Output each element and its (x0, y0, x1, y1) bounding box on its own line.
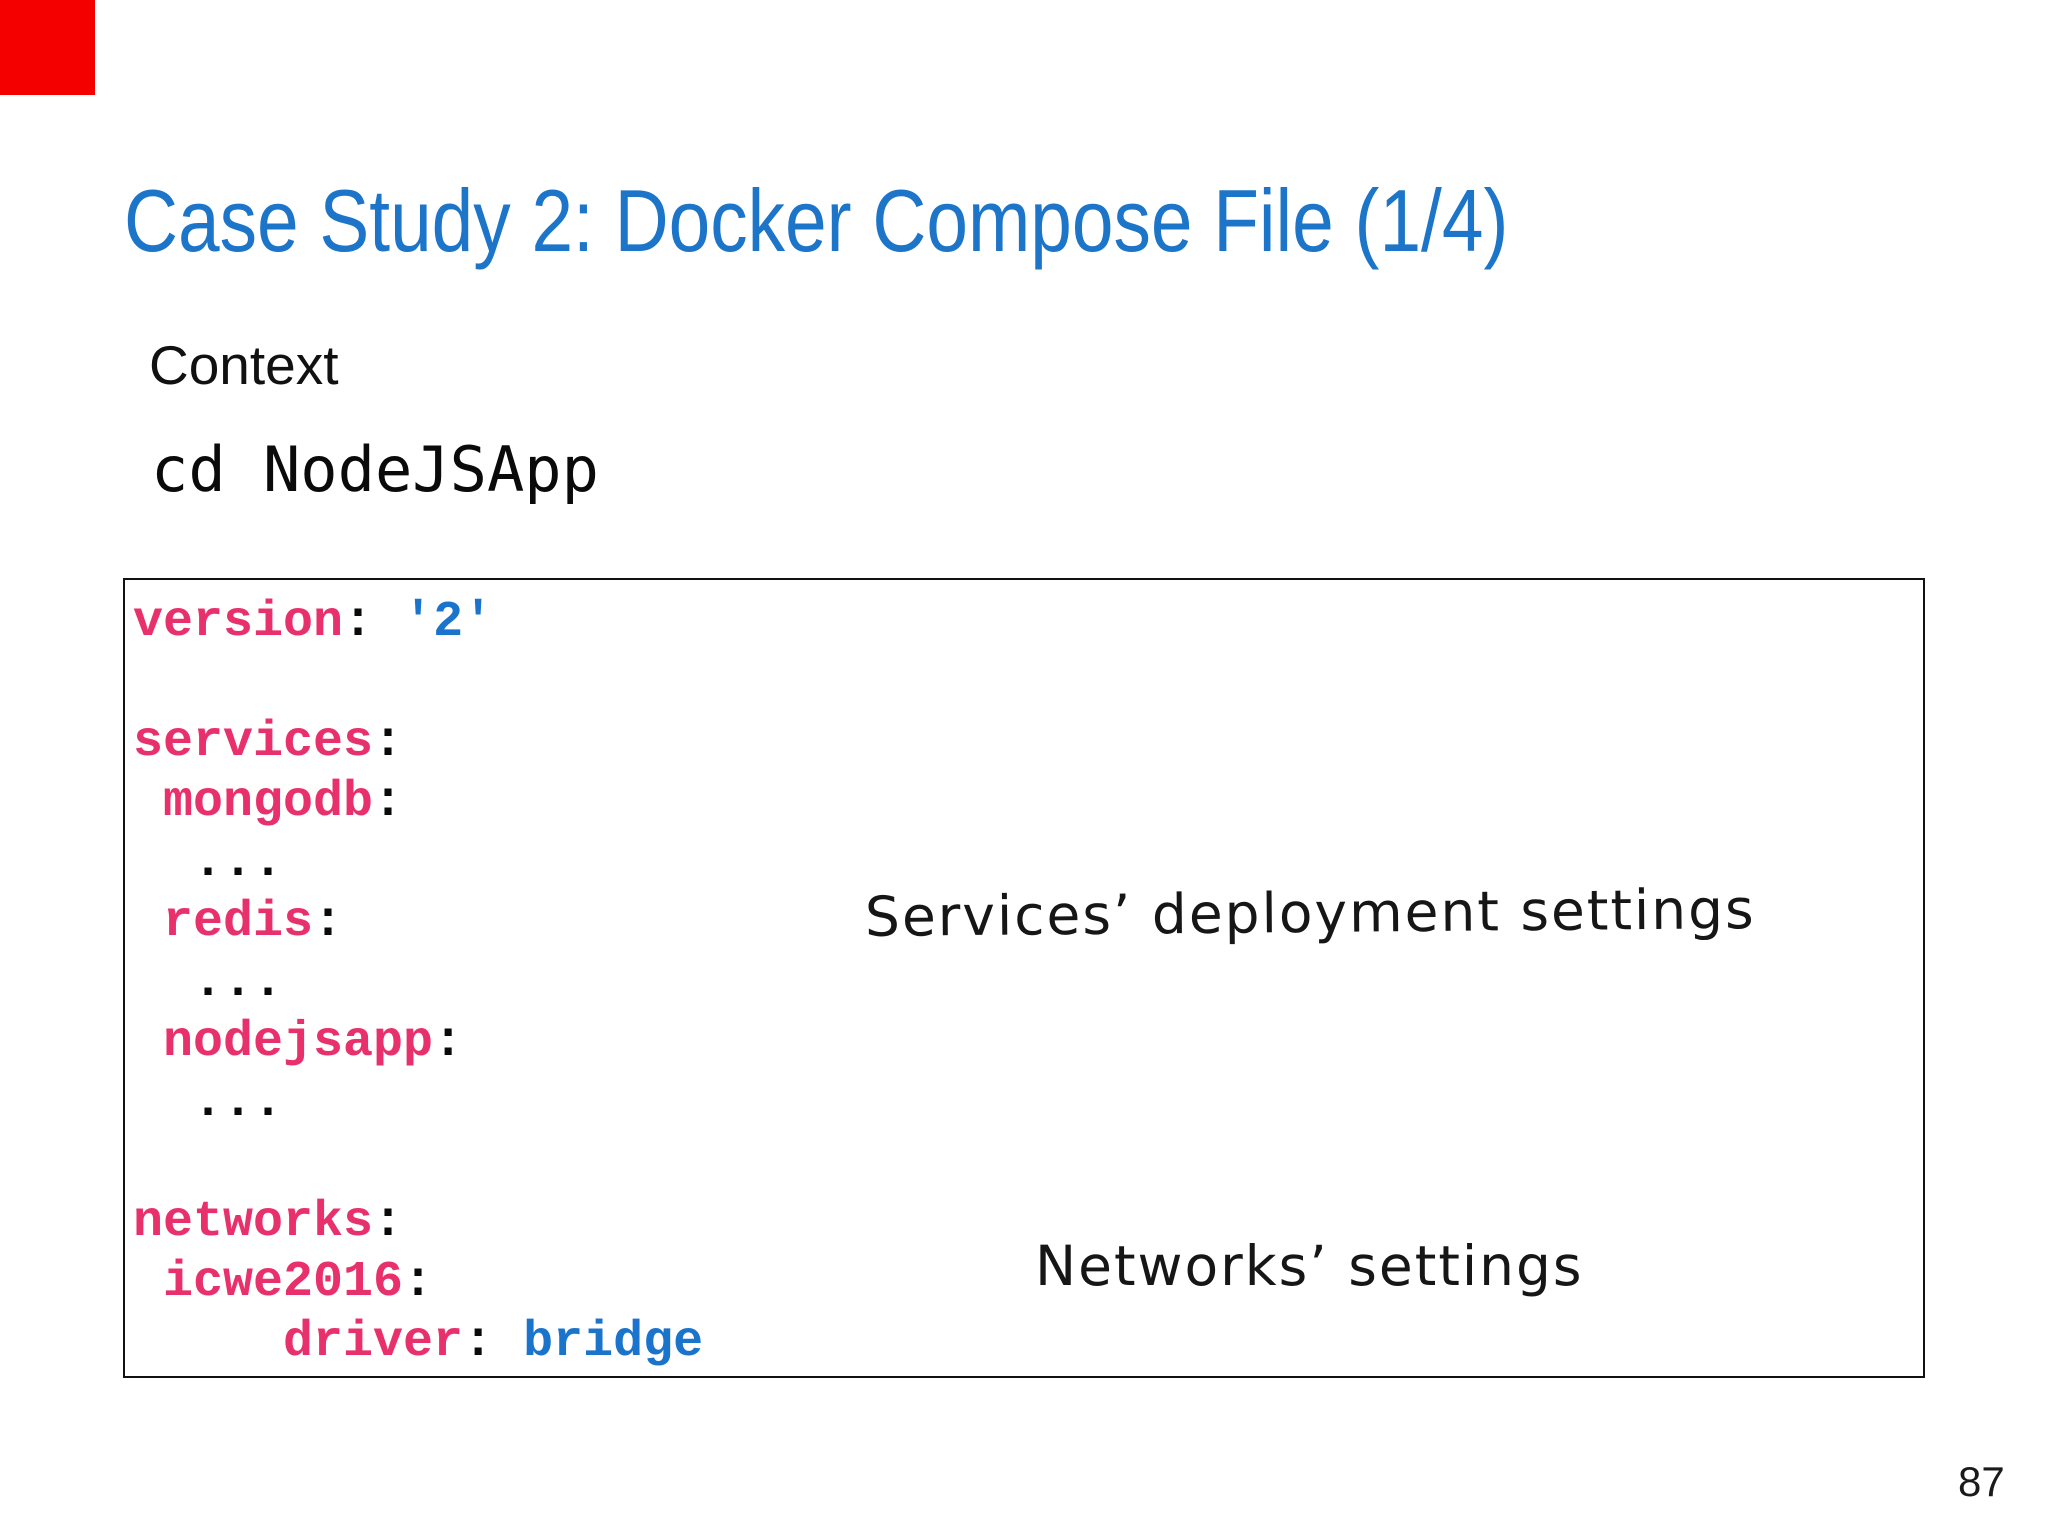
context-label: Context (149, 334, 339, 396)
page-title: Case Study 2: Docker Compose File (1/4) (124, 171, 1509, 270)
code-line (133, 1133, 1923, 1193)
code-token-key: networks (133, 1194, 374, 1251)
code-token-punct: : (463, 1314, 524, 1371)
shell-command: cd NodeJSApp (151, 433, 599, 506)
code-line: driver: bridge (133, 1313, 1923, 1373)
code-line: services: (133, 713, 1923, 773)
code-line: ... (133, 833, 1923, 893)
red-corner-marker (0, 0, 95, 95)
code-token-key: nodejsapp (133, 1014, 434, 1071)
code-token-punct: : (373, 1194, 404, 1251)
code-block: version: '2' services: mongodb: ... redis… (123, 578, 1925, 1378)
code-token-key: driver (133, 1314, 464, 1371)
code-token-punct: : (313, 894, 344, 951)
code-token-key: icwe2016 (133, 1254, 404, 1311)
code-line: ... (133, 953, 1923, 1013)
code-token-value: '2' (403, 594, 494, 651)
code-token-plain: ... (133, 834, 284, 891)
code-line: redis: (133, 893, 1923, 953)
code-line: networks: (133, 1193, 1923, 1253)
code-token-punct: : (373, 774, 404, 831)
code-line: mongodb: (133, 773, 1923, 833)
code-token-plain: ... (133, 1074, 284, 1131)
code-line: version: '2' (133, 593, 1923, 653)
code-line (133, 653, 1923, 713)
code-token-key: services (133, 714, 374, 771)
code-token-plain: ... (133, 954, 284, 1011)
code-token-key: mongodb (133, 774, 374, 831)
code-line: ... (133, 1073, 1923, 1133)
code-line: nodejsapp: (133, 1013, 1923, 1073)
code-token-punct: : (373, 714, 404, 771)
code-token-punct: : (403, 1254, 434, 1311)
code-token-punct: : (433, 1014, 464, 1071)
code-token-punct: : (343, 594, 404, 651)
code-line: icwe2016: (133, 1253, 1923, 1313)
code-token-key: redis (133, 894, 314, 951)
code-token-key: version (133, 594, 344, 651)
annotation-networks-settings: Networks’ settings (1035, 1234, 1584, 1298)
code-token-value: bridge (523, 1314, 704, 1371)
annotation-services-settings: Services’ deployment settings (864, 877, 1756, 949)
page-number: 87 (1958, 1458, 2005, 1505)
